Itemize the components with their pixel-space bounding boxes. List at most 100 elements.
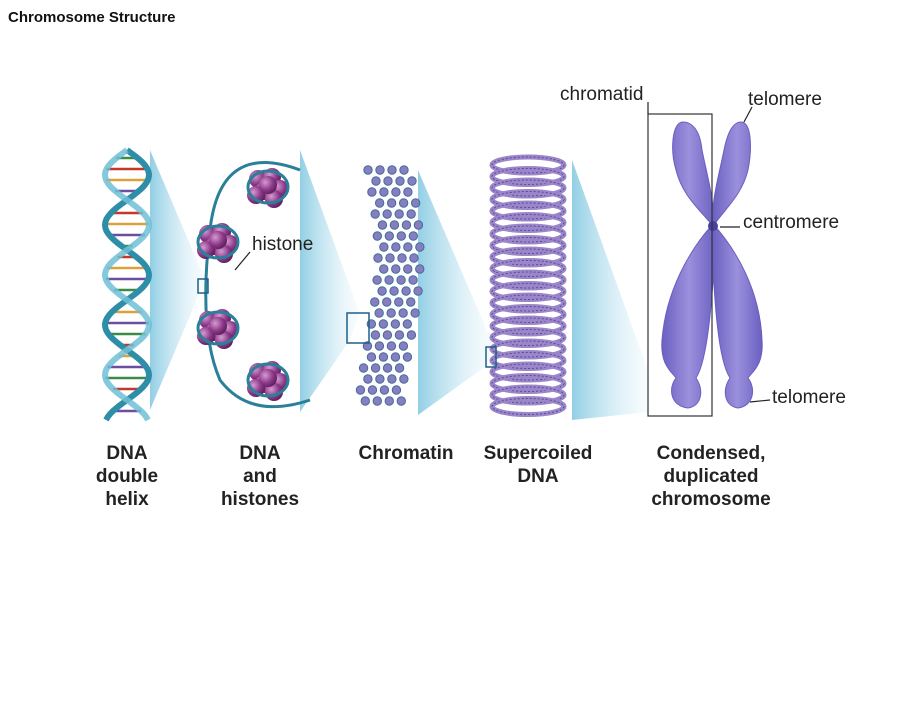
nucleosome-bead — [370, 297, 380, 307]
stage-label-supercoiled-dna: Supercoiled DNA — [483, 443, 593, 487]
nucleosome-bead — [367, 187, 377, 197]
histone-leader — [234, 251, 251, 271]
supercoil-texture — [491, 363, 565, 381]
supercoil-texture — [491, 156, 565, 174]
nucleosome-bead — [374, 341, 385, 351]
linker-dna-loop — [204, 161, 311, 409]
nucleosome-bead — [409, 253, 419, 263]
supercoil-texture — [491, 248, 565, 266]
nucleosome-bead — [415, 242, 425, 252]
nucleosome-bead — [403, 264, 413, 274]
nucleosome-bead — [375, 374, 385, 384]
nucleosome-bead — [402, 352, 413, 362]
supercoil-texture — [491, 294, 565, 312]
nucleosome-bead — [379, 242, 389, 252]
nucleosome-bead — [382, 330, 393, 340]
histone-sphere — [209, 231, 227, 249]
supercoil-texture — [491, 398, 565, 415]
nucleosome-bead — [372, 396, 382, 406]
nucleosome-bead — [406, 209, 416, 219]
helix-strand — [101, 147, 153, 422]
supercoil-texture — [491, 202, 565, 220]
histone-sphere — [259, 369, 277, 387]
nucleosome-bead — [398, 308, 408, 318]
stage-label-dna-and-histones: DNA and histones — [220, 443, 300, 510]
nucleosome-bead — [390, 319, 401, 329]
supercoil-texture — [491, 168, 565, 185]
nucleosome-bead — [370, 209, 380, 219]
nucleosome-bead — [372, 231, 383, 241]
telomere-bottom-label: telomere — [772, 387, 846, 408]
supercoil-texture — [491, 306, 565, 323]
nucleosome-bead — [358, 363, 369, 373]
nucleosome-bead — [366, 352, 377, 362]
nucleosome-bead — [403, 242, 413, 252]
histone-sphere — [247, 379, 265, 397]
nucleosome-bead — [379, 264, 389, 274]
condensed-chromosome-illustration — [661, 121, 763, 409]
stage-label-condensed-chromosome: Condensed, duplicated chromosome — [651, 443, 771, 510]
nucleosome-bead — [379, 385, 390, 395]
nucleosome-bead — [396, 275, 406, 285]
nucleosome-bead — [396, 231, 407, 241]
histone-sphere — [259, 176, 277, 194]
nucleosome-bead — [386, 308, 396, 318]
zoom-wedge-histones-to-chromatin — [300, 150, 360, 412]
nucleosome-bead — [413, 220, 424, 230]
dna-double-helix-illustration — [101, 147, 153, 422]
supercoil-texture — [491, 191, 565, 208]
supercoil-texture — [491, 225, 565, 243]
supercoil-texture — [491, 352, 565, 369]
supercoil-texture — [491, 237, 565, 254]
nucleosome-bead — [355, 385, 366, 395]
nucleosome-bead — [382, 363, 393, 373]
centromere-label: centromere — [743, 212, 840, 233]
histone-sphere — [197, 327, 215, 345]
nucleosome-bead — [367, 385, 378, 395]
nucleosome-bead — [391, 187, 401, 197]
nucleosome-bead — [377, 220, 388, 230]
nucleosome-bead — [379, 187, 389, 197]
nucleosome-bead — [398, 341, 409, 351]
nucleosome-bead — [370, 330, 381, 340]
supercoil-texture — [491, 386, 565, 404]
nucleosome-bead — [391, 264, 401, 274]
supercoil-texture — [491, 271, 565, 289]
nucleosome-bead — [391, 385, 402, 395]
nucleosome-bead — [389, 220, 400, 230]
nucleosome-bead — [363, 165, 373, 175]
histone-sphere — [247, 186, 265, 204]
nucleosome-bead — [408, 231, 419, 241]
chromatin-illustration — [355, 165, 425, 406]
nucleosome-bead — [395, 176, 405, 186]
nucleosome-bead — [384, 396, 394, 406]
telomere-top-leader — [743, 106, 753, 123]
nucleosome-bead — [406, 330, 417, 340]
nucleosome-bead — [398, 198, 409, 208]
page-title: Chromosome Structure — [8, 9, 176, 26]
supercoiled-dna-illustration — [489, 154, 567, 417]
nucleosome-bead — [403, 187, 413, 197]
nucleosome-bead — [387, 374, 397, 384]
nucleosome-bead — [397, 253, 407, 263]
dna-and-histones-illustration — [196, 161, 311, 409]
zoom-wedge-supercoil-to-chromosome — [572, 160, 650, 420]
chromatid-left — [661, 121, 717, 409]
supercoil-texture — [491, 317, 565, 335]
histone-label: histone — [252, 234, 314, 255]
chromatid-right — [711, 121, 763, 409]
supercoil-texture — [491, 214, 565, 231]
histone-cluster — [246, 361, 290, 401]
zoom-box-chromatin — [485, 346, 497, 368]
stage-label-chromatin: Chromatin — [358, 443, 454, 464]
nucleosome-bead — [384, 275, 394, 285]
histone-cluster — [246, 168, 290, 208]
nucleosome-bead — [375, 165, 385, 175]
supercoil-texture — [491, 340, 565, 358]
nucleosome-bead — [373, 253, 383, 263]
histone-sphere — [209, 317, 227, 335]
histone-cluster — [196, 309, 240, 349]
chromatid-label: chromatid — [560, 84, 644, 105]
supercoil-texture — [491, 329, 565, 346]
